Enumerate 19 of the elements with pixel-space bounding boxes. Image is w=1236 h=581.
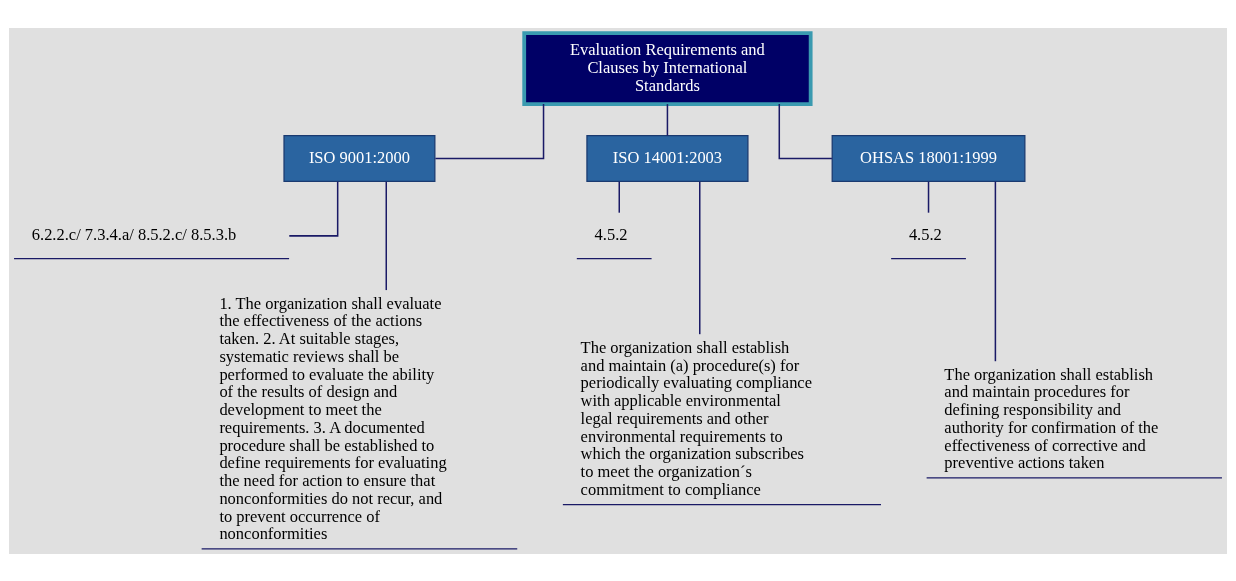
connector [288, 180, 339, 237]
node-text: 4.5.2 [594, 224, 628, 244]
connector [927, 180, 930, 213]
connector [666, 102, 669, 136]
connector [994, 180, 997, 362]
connector [699, 180, 701, 335]
node-box: Evaluation Requirements and Clauses by International Standards [522, 30, 813, 106]
connector [618, 180, 621, 213]
node-text: The organization shall establish and maintain procedures for defining responsibility and authority for confirmation of the effectiveness of corrective and preventive actions taken [944, 364, 1159, 472]
node-text: The organization shall establish and maintain (a) procedure(s) for periodically evaluating compliance with applicable environmental legal requirements and other environmental requirements to which the organization subscribes to meet the organization´s commitment to compliance [580, 337, 812, 499]
node-text: 4.5.2 [908, 224, 942, 244]
node-box: ISO 9001:2000 [283, 134, 436, 182]
node-box: OHSAS 18001:1999 [831, 134, 1026, 182]
connector [778, 102, 833, 159]
connector [434, 102, 545, 159]
node-text: 6.2.2.c/ 7.3.4.a/ 8.5.2.c/ 8.5.3.b [31, 224, 237, 244]
connector [385, 180, 388, 291]
node-text: 1. The organization shall evaluate the effectiveness of the actions taken. 2. At suitable stages, systematic reviews shall be performed to evaluate the ability of the results of design and development to meet the requirements. 3. A documented procedure shall be established to define requirements for evaluating the need for action to ensure that nonconformities do not recur, and to prevent occurrence of nonconformities [219, 293, 447, 543]
node-box: ISO 14001:2003 [586, 134, 749, 182]
